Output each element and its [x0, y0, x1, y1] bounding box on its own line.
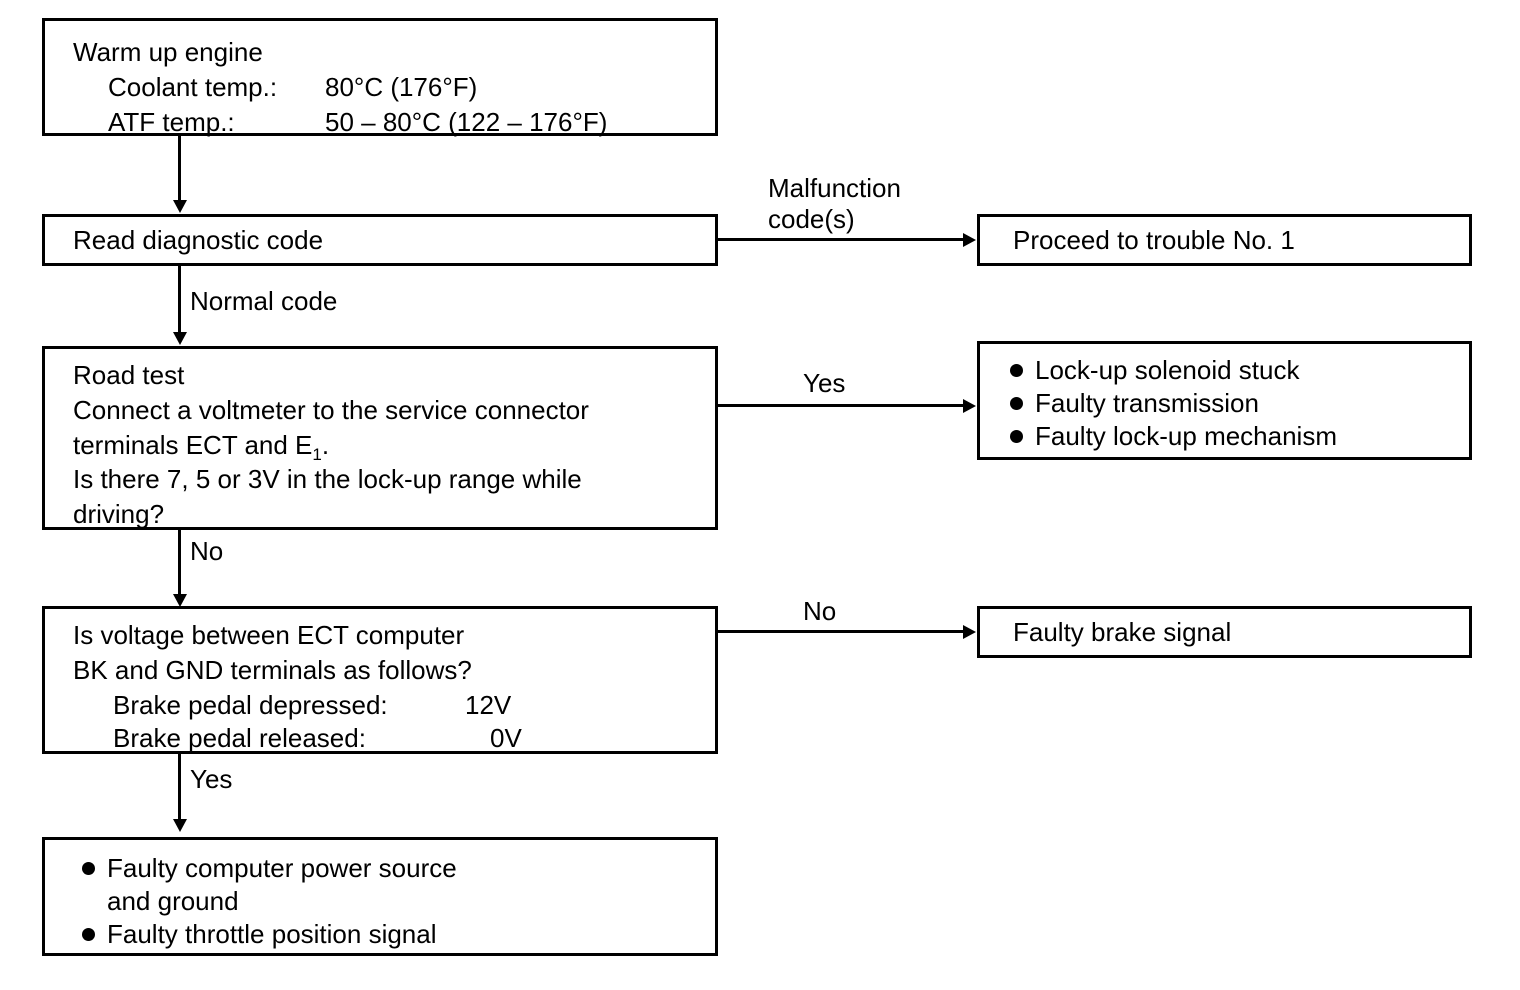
road-test-line-4: Is there 7, 5 or 3V in the lock-up range… [73, 464, 582, 494]
brake-voltage-depressed-value: 12V [465, 690, 512, 720]
road-test-line-3: terminals ECT and E1. [73, 428, 329, 472]
read-code-line-1: Read diagnostic code [73, 225, 324, 255]
node-lockup-faults: Lock-up solenoid stuck Faulty transmissi… [977, 341, 1472, 460]
edge-roadtest-to-lockup-line [716, 404, 964, 407]
node-warm-up-engine: Warm up engine Coolant temp.: 80°C (176°… [42, 18, 718, 137]
road-test-line-5: driving? [73, 499, 165, 529]
faulty-brake-line-1: Faulty brake signal [1013, 617, 1232, 647]
power-fault-item-2: Faulty throttle position signal [82, 917, 437, 952]
edge-label-brakevoltage-no: No [803, 596, 837, 626]
node-proceed-to-trouble: Proceed to trouble No. 1 [977, 214, 1472, 266]
lockup-fault-item-3: Faulty lock-up mechanism [1010, 419, 1337, 454]
brake-voltage-line-2: BK and GND terminals as follows? [73, 655, 472, 685]
bullet-icon [1010, 397, 1023, 410]
power-fault-item-1: Faulty computer power source [82, 851, 457, 886]
edge-roadtest-to-lockup-arrowhead [963, 399, 976, 413]
edge-readcode-to-roadtest-arrowhead [173, 332, 187, 345]
edge-brakevoltage-to-faultybrake-line [716, 630, 964, 633]
edge-warmup-to-readcode-line [178, 136, 181, 202]
edge-label-malfunction-codes-line2: code(s) [768, 204, 855, 234]
edge-brakevoltage-to-powerfaults-arrowhead [173, 819, 187, 832]
node-brake-voltage-question: Is voltage between ECT computer BK and G… [42, 606, 718, 754]
edge-readcode-to-trouble-arrowhead [963, 233, 976, 247]
warm-up-line-1: Warm up engine [73, 37, 263, 67]
power-fault-item-1-label: Faulty computer power source [107, 853, 457, 883]
warm-up-atf-label: ATF temp.: [108, 107, 235, 137]
edge-label-brakevoltage-yes: Yes [190, 764, 233, 794]
edge-label-malfunction-codes-line1: Malfunction [768, 173, 901, 203]
brake-voltage-line-1: Is voltage between ECT computer [73, 620, 465, 650]
lockup-fault-item-1-label: Lock-up solenoid stuck [1035, 355, 1300, 385]
edge-brakevoltage-to-powerfaults-line [178, 754, 181, 822]
edge-label-normal-code: Normal code [190, 286, 338, 316]
road-test-line-1: Road test [73, 360, 185, 390]
node-road-test: Road test Connect a voltmeter to the ser… [42, 346, 718, 530]
node-faulty-brake-signal: Faulty brake signal [977, 606, 1472, 658]
lockup-fault-item-2-label: Faulty transmission [1035, 388, 1259, 418]
bullet-icon [82, 862, 95, 875]
road-test-line-3-text: terminals ECT and E [73, 430, 313, 460]
proceed-trouble-line-1: Proceed to trouble No. 1 [1013, 225, 1295, 255]
lockup-fault-item-2: Faulty transmission [1010, 386, 1259, 421]
road-test-line-3-period: . [321, 430, 330, 460]
edge-readcode-to-roadtest-line [178, 266, 181, 336]
road-test-line-2: Connect a voltmeter to the service conne… [73, 395, 589, 425]
power-fault-item-1-cont: and ground [107, 886, 239, 916]
edge-roadtest-to-brakevoltage-line [178, 530, 181, 598]
bullet-icon [1010, 430, 1023, 443]
edge-brakevoltage-to-faultybrake-arrowhead [963, 625, 976, 639]
bullet-icon [1010, 364, 1023, 377]
brake-voltage-released-label: Brake pedal released: [113, 723, 366, 753]
node-read-diagnostic-code: Read diagnostic code [42, 214, 718, 266]
bullet-icon [82, 928, 95, 941]
edge-label-roadtest-yes: Yes [803, 368, 846, 398]
warm-up-coolant-value: 80°C (176°F) [325, 72, 478, 102]
brake-voltage-released-value: 0V [490, 723, 522, 753]
warm-up-coolant-label: Coolant temp.: [108, 72, 278, 102]
brake-voltage-depressed-label: Brake pedal depressed: [113, 690, 388, 720]
edge-readcode-to-trouble-line [716, 238, 964, 241]
edge-roadtest-to-brakevoltage-arrowhead [173, 594, 187, 607]
power-fault-item-2-label: Faulty throttle position signal [107, 919, 437, 949]
lockup-fault-item-3-label: Faulty lock-up mechanism [1035, 421, 1337, 451]
warm-up-atf-value: 50 – 80°C (122 – 176°F) [325, 107, 608, 137]
lockup-fault-item-1: Lock-up solenoid stuck [1010, 353, 1299, 388]
edge-warmup-to-readcode-arrowhead [173, 200, 187, 213]
road-test-e1-subscript: 1 [312, 445, 322, 464]
edge-label-roadtest-no: No [190, 536, 224, 566]
node-power-faults: Faulty computer power source and ground … [42, 837, 718, 956]
